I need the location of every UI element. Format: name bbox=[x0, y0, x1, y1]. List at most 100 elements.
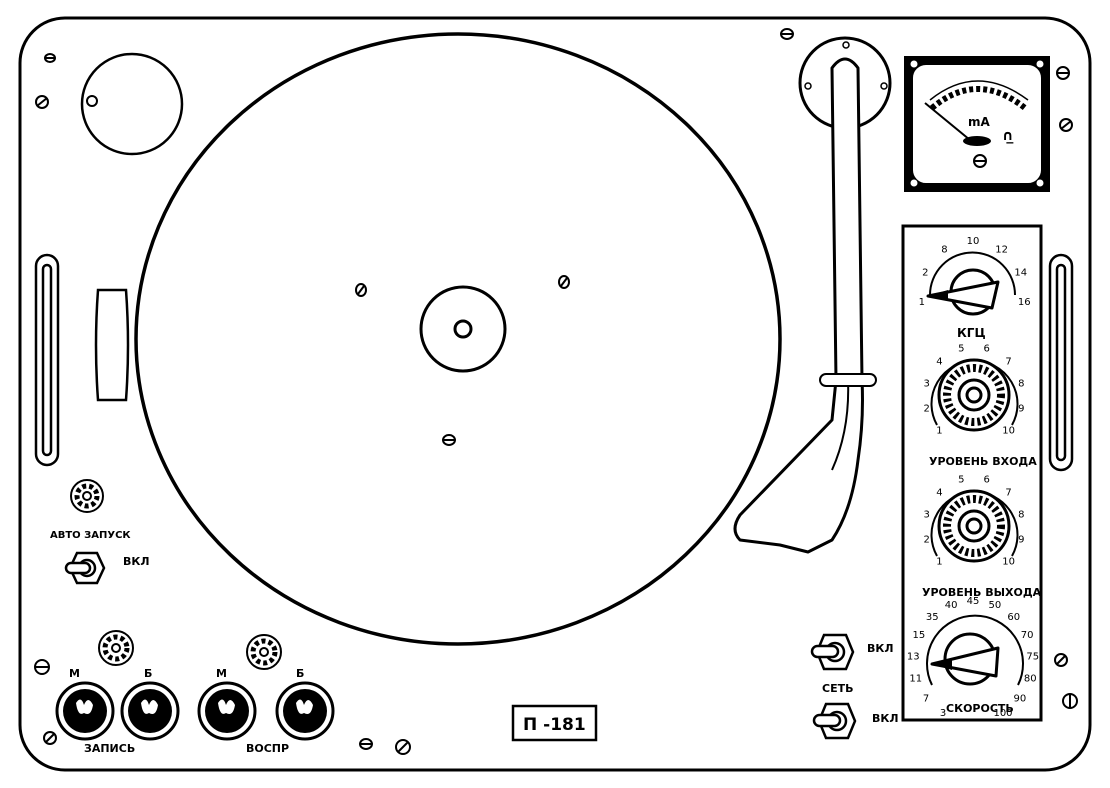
power-toggle[interactable] bbox=[812, 702, 857, 740]
output-level-tick-label: 6 bbox=[984, 475, 990, 486]
accessory-disc-hole bbox=[86, 95, 98, 107]
playback-m-jack[interactable] bbox=[197, 681, 257, 741]
record-lamp bbox=[98, 630, 134, 666]
left-handle[interactable] bbox=[34, 253, 60, 467]
output-level-label: УРОВЕНЬ ВЫХОДА bbox=[922, 586, 1042, 599]
record-m-jack[interactable] bbox=[55, 681, 115, 741]
khz-tick-label: 2 bbox=[922, 267, 928, 278]
khz-tick-label: 14 bbox=[1014, 267, 1027, 278]
speed-tick-label: 3 bbox=[940, 708, 946, 719]
top-switch-toggle[interactable] bbox=[810, 633, 855, 671]
khz-tick-label: 1 bbox=[919, 297, 925, 308]
khz-tick-label: 10 bbox=[967, 236, 980, 247]
input-level-tick-label: 7 bbox=[1005, 356, 1011, 367]
output-level-tick-label: 5 bbox=[958, 475, 964, 486]
right-handle[interactable] bbox=[1048, 253, 1074, 472]
screw-icon bbox=[558, 275, 570, 289]
input-level-tick-label: 8 bbox=[1018, 378, 1024, 389]
screw-icon bbox=[1054, 653, 1068, 667]
speed-tick-label: 11 bbox=[909, 674, 922, 685]
output-level-tick-label: 9 bbox=[1018, 535, 1024, 546]
output-level-tick-label: 4 bbox=[936, 487, 942, 498]
speed-tick-label: 40 bbox=[945, 600, 958, 611]
khz-label: КГЦ bbox=[957, 326, 986, 340]
playback-b-label: Б bbox=[296, 667, 304, 680]
khz-tick-label: 8 bbox=[941, 245, 947, 256]
screw-icon bbox=[44, 53, 56, 63]
auto-start-toggle[interactable] bbox=[64, 551, 106, 585]
speed-tick-label: 100 bbox=[993, 708, 1012, 719]
screw-icon bbox=[973, 154, 987, 168]
model-label: П -181 bbox=[523, 715, 586, 735]
input-level-tick-label: 6 bbox=[984, 344, 990, 355]
speed-tick-label: 75 bbox=[1026, 652, 1039, 663]
tonearm[interactable] bbox=[733, 57, 864, 554]
speed-tick-label: 7 bbox=[923, 693, 929, 704]
screw-icon bbox=[395, 739, 411, 755]
screw-icon bbox=[442, 434, 456, 446]
auto-start-lamp bbox=[70, 479, 104, 513]
speed-tick-label: 15 bbox=[913, 630, 926, 641]
speed-tick-label: 80 bbox=[1024, 674, 1037, 685]
output-level-tick-label: 10 bbox=[1002, 557, 1015, 568]
screw-icon bbox=[43, 731, 57, 745]
screw-icon bbox=[34, 659, 50, 675]
speed-dial[interactable] bbox=[926, 614, 1024, 686]
input-level-tick-label: 5 bbox=[958, 344, 964, 355]
playback-lamp bbox=[246, 634, 282, 670]
meter-symbol: ∩̲ bbox=[1002, 128, 1013, 144]
speed-tick-label: 35 bbox=[926, 612, 939, 623]
side-slot bbox=[94, 288, 130, 402]
playback-label: ВОСПР bbox=[246, 742, 289, 755]
screw-icon bbox=[1056, 66, 1070, 80]
meter-needle bbox=[924, 102, 971, 141]
speed-label: СКОРОСТЬ bbox=[946, 702, 1014, 715]
top-switch-on-label: ВКЛ bbox=[867, 642, 894, 655]
screw-icon bbox=[1062, 693, 1078, 709]
tonearm-clamp bbox=[819, 373, 877, 387]
input-level-label: УРОВЕНЬ ВХОДА bbox=[929, 455, 1037, 468]
output-level-tick-label: 7 bbox=[1005, 487, 1011, 498]
input-level-tick-label: 9 bbox=[1018, 404, 1024, 415]
input-level-tick-label: 3 bbox=[924, 378, 930, 389]
output-level-tick-label: 8 bbox=[1018, 509, 1024, 520]
khz-tick-label: 12 bbox=[995, 245, 1008, 256]
record-m-label: М bbox=[69, 667, 80, 680]
power-label: СЕТЬ bbox=[822, 682, 853, 695]
input-level-tick-label: 1 bbox=[936, 426, 942, 437]
speed-tick-label: 60 bbox=[1007, 612, 1020, 623]
input-level-tick-label: 4 bbox=[936, 356, 942, 367]
screw-icon bbox=[359, 738, 373, 750]
power-on-label: ВКЛ bbox=[872, 712, 899, 725]
output-level-tick-label: 1 bbox=[936, 557, 942, 568]
model-plate bbox=[511, 704, 598, 742]
khz-tick-label: 16 bbox=[1018, 297, 1031, 308]
playback-b-jack[interactable] bbox=[275, 681, 335, 741]
meter-scale bbox=[930, 86, 1027, 111]
speed-tick-label: 45 bbox=[967, 596, 980, 607]
output-level-tick-label: 2 bbox=[924, 535, 930, 546]
speed-tick-label: 13 bbox=[907, 652, 920, 663]
record-b-label: Б bbox=[144, 667, 152, 680]
output-level-knob[interactable] bbox=[930, 489, 1019, 563]
meter-unit: mA bbox=[968, 115, 991, 129]
output-level-tick-label: 3 bbox=[924, 509, 930, 520]
speed-tick-label: 50 bbox=[989, 600, 1002, 611]
playback-m-label: М bbox=[216, 667, 227, 680]
auto-start-label: АВТО ЗАПУСК bbox=[50, 530, 131, 541]
khz-dial[interactable] bbox=[926, 251, 1016, 316]
input-level-tick-label: 10 bbox=[1002, 426, 1015, 437]
spindle bbox=[453, 319, 473, 339]
input-level-tick-label: 2 bbox=[924, 404, 930, 415]
screw-icon bbox=[355, 283, 367, 297]
screw-icon bbox=[1059, 118, 1073, 132]
speed-tick-label: 90 bbox=[1014, 693, 1027, 704]
record-b-jack[interactable] bbox=[120, 681, 180, 741]
input-level-knob[interactable] bbox=[930, 358, 1019, 432]
screw-icon bbox=[780, 28, 794, 40]
screw-icon bbox=[35, 95, 49, 109]
speed-tick-label: 70 bbox=[1021, 630, 1034, 641]
accessory-disc bbox=[80, 52, 184, 156]
record-label: ЗАПИСЬ bbox=[84, 742, 135, 755]
